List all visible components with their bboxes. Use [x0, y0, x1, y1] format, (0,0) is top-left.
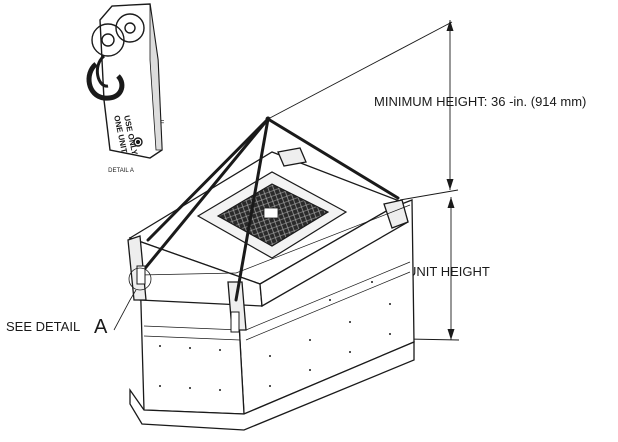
dimension-arrowheads [446, 20, 455, 340]
unit-height-label: UNIT HEIGHT [407, 264, 490, 279]
lifting-point [265, 116, 271, 122]
minimum-height-label: MINIMUM HEIGHT: 36 -in. (914 mm) [374, 94, 586, 109]
shackle-hook [86, 62, 125, 101]
see-detail-letter: A [94, 316, 108, 338]
panel-fasteners [159, 281, 391, 391]
unit-lifting-brackets [136, 265, 240, 333]
detail-callout-circle [128, 267, 152, 291]
corner-post-back-left [277, 147, 307, 167]
strap-front-right [234, 117, 270, 302]
bracket-hole-2 [115, 13, 145, 43]
bracket-mark: F [160, 120, 164, 127]
panel-details [139, 204, 411, 341]
unit-base [129, 341, 415, 431]
corner-post-back-right [383, 199, 409, 229]
bracket-side-shade [149, 3, 163, 151]
strap-back-right [266, 117, 400, 200]
fan-hub [263, 207, 279, 219]
bracket-bolt [133, 137, 143, 147]
strap-front-left [140, 117, 270, 274]
detail-callout-leader [113, 289, 137, 331]
strap-back-left [146, 117, 270, 242]
detail-a-caption: DETAIL A [108, 168, 134, 174]
rigging-straps [140, 117, 400, 302]
see-detail-label: SEE DETAIL [6, 319, 80, 334]
detail-a-inset: ONE UNIT USE ONLY F [86, 3, 164, 159]
